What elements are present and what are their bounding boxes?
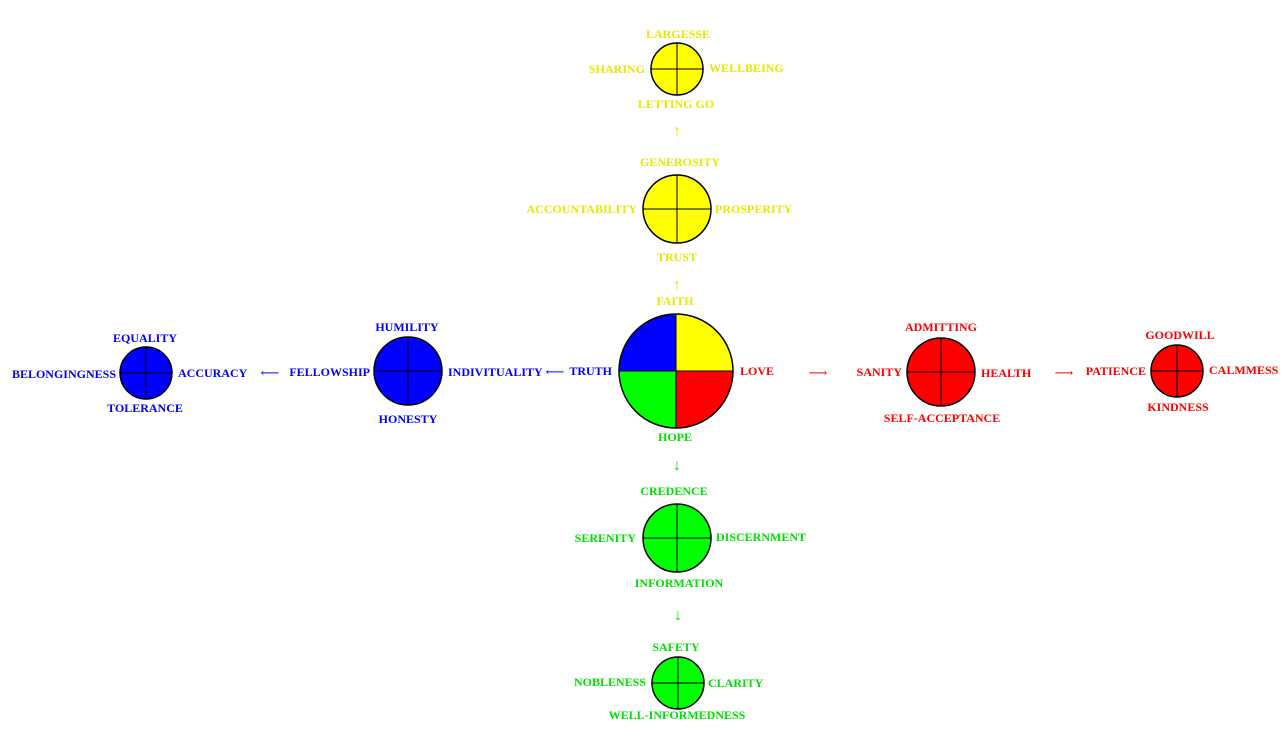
blue-near-label-bottom: HONESTY (379, 412, 438, 426)
blue-far-label-top: EQUALITY (113, 331, 177, 345)
blue-near-label-top: HUMILITY (375, 320, 439, 334)
yellow-far-label-top: LARGESSE (646, 27, 710, 41)
blue-far-label-bottom: TOLERANCE (107, 401, 183, 415)
red-far-label-top: GOODWILL (1145, 328, 1214, 342)
red-far-label-bottom: KINDNESS (1147, 400, 1209, 414)
green-near-label-top: CREDENCE (640, 484, 707, 498)
blue-far-label-right: ACCURACY (178, 366, 248, 380)
green-far-label-bottom: WELL-INFORMEDNESS (609, 708, 746, 722)
red-near-label-left: SANITY (857, 365, 903, 379)
yellow-far-label-right: WELLBEING (709, 61, 784, 75)
green-far-label-right: CLARITY (708, 676, 764, 690)
green-far-label-left: NOBLENESS (574, 675, 646, 689)
red-near-label-right: HEALTH (981, 366, 1032, 380)
yellow-far-label-bottom: LETTING GO (638, 97, 714, 111)
center-quadrant-yellow (676, 314, 733, 371)
yellow-near-label-right: PROSPERITY (715, 202, 793, 216)
green-far-label-top: SAFETY (652, 640, 700, 654)
arrow-right-icon: ⟶ (1055, 365, 1074, 380)
red-near-label-bottom: SELF-ACCEPTANCE (884, 411, 1000, 425)
yellow-far-node (650, 42, 704, 96)
blue-near-label-right: INDIVITUALITY (448, 365, 543, 379)
red-near-node (906, 337, 976, 407)
center-label-bottom: HOPE (658, 430, 692, 444)
green-near-label-left: SERENITY (575, 531, 637, 545)
yellow-near-node (642, 174, 712, 244)
center-node (618, 313, 734, 429)
arrow-left-icon: ⟵ (546, 364, 565, 379)
yellow-near-label-left: ACCOUNTABILITY (527, 202, 638, 216)
green-near-node (642, 503, 712, 573)
center-quadrant-red (676, 371, 733, 428)
red-far-label-right: CALMMESS (1209, 363, 1279, 377)
green-far-node (651, 656, 705, 710)
yellow-far-label-left: SHARING (589, 62, 645, 76)
red-far-label-left: PATIENCE (1086, 364, 1146, 378)
red-near-label-top: ADMITTING (905, 320, 977, 334)
center-label-left: TRUTH (569, 364, 612, 378)
center-quadrant-green (619, 371, 676, 428)
center-label-top: FAITH (656, 294, 694, 308)
arrow-down-icon: ↓ (673, 457, 681, 474)
arrow-up-icon: ↑ (673, 123, 681, 140)
center-label-right: LOVE (740, 364, 774, 378)
arrow-up-icon: ↑ (673, 277, 681, 294)
blue-near-node (373, 336, 443, 406)
arrow-left-icon: ⟵ (261, 365, 280, 380)
arrow-down-icon: ↓ (674, 607, 682, 624)
yellow-near-label-bottom: TRUST (657, 250, 697, 264)
blue-far-node (119, 346, 173, 400)
blue-far-label-left: BELONGINGNESS (12, 367, 116, 381)
yellow-near-label-top: GENEROSITY (640, 155, 720, 169)
blue-near-label-left: FELLOWSHIP (289, 365, 370, 379)
center-quadrant-blue (619, 314, 676, 371)
green-near-label-bottom: INFORMATION (635, 576, 724, 590)
green-near-label-right: DISCERNMENT (716, 530, 806, 544)
arrow-right-icon: ⟶ (809, 365, 828, 380)
red-far-node (1150, 344, 1204, 398)
